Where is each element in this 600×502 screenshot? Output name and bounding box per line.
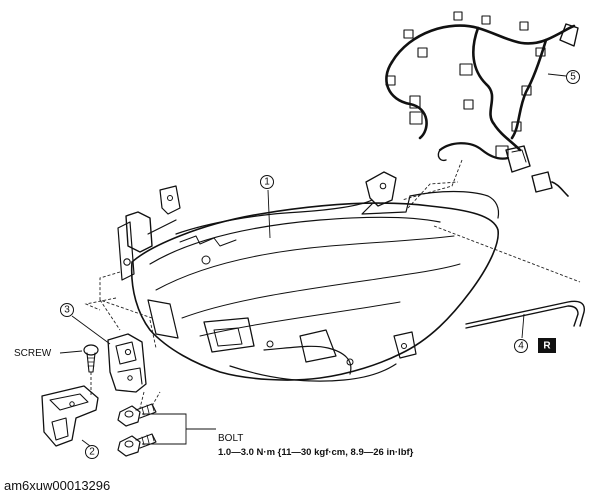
- callout-1: 1: [264, 177, 270, 188]
- callout-4: 4: [518, 341, 524, 352]
- clip-bracket: [41, 385, 99, 447]
- screw-icon: [83, 344, 99, 373]
- callout-4-circle: [514, 339, 528, 353]
- diagram-reference-code: am6xuw00013296: [4, 478, 111, 493]
- callout-2: 2: [89, 447, 95, 458]
- bolt-label: BOLT: [218, 433, 243, 444]
- callout-4-badge: [538, 338, 556, 353]
- screw-label: SCREW: [14, 348, 52, 359]
- mounting-bracket: [107, 333, 147, 393]
- callout-3-circle: [60, 303, 74, 317]
- wiring-harness: [385, 11, 579, 197]
- bolt-upper-icon: [117, 403, 157, 427]
- callout-5-circle: [566, 70, 580, 84]
- bolt-torque-spec: 1.0—3.0 N·m {11—30 kgf·cm, 8.9—26 in·lbf…: [218, 447, 414, 458]
- callout-5: 5: [570, 72, 576, 83]
- callout-4-badge-text: R: [543, 341, 551, 352]
- callout-3: 3: [64, 305, 70, 316]
- headlight-assembly: [117, 171, 499, 382]
- callout-1-circle: [260, 175, 274, 189]
- seal-strip: [409, 190, 585, 329]
- callout-2-circle: [85, 445, 99, 459]
- bolt-lower-icon: [117, 433, 157, 457]
